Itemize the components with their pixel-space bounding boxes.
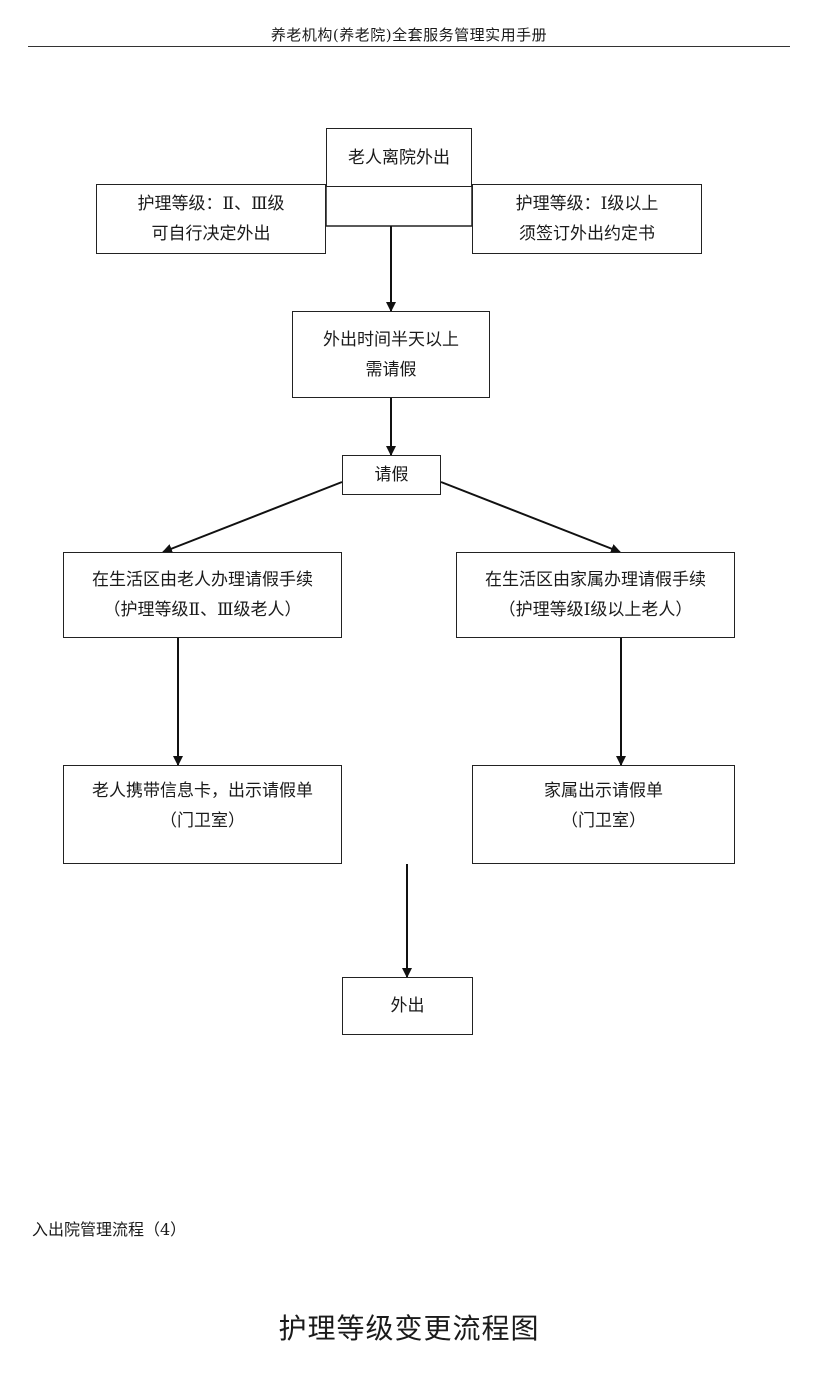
center-junction-box xyxy=(325,185,473,227)
document-header: 养老机构(养老院)全套服务管理实用手册 xyxy=(270,26,548,44)
node-half-day-line-2: 需请假 xyxy=(365,359,417,380)
node-go-out: 外出 xyxy=(342,977,473,1035)
node-family-procedure-line-1: 在生活区由家属办理请假手续 xyxy=(485,570,706,590)
next-section-title: 护理等级变更流程图 xyxy=(278,1312,540,1345)
node-go-out-line-1: 外出 xyxy=(390,996,425,1016)
node-level-low-line-1: 护理等级：Ⅱ、Ⅲ级 xyxy=(137,194,285,214)
node-level-high-line-1: 护理等级：Ⅰ级以上 xyxy=(515,194,659,214)
node-half-day-line-1: 外出时间半天以上 xyxy=(323,329,459,350)
node-level-high-line-2: 须签订外出约定书 xyxy=(519,224,655,244)
node-family-gate: 家属出示请假单 （门卫室） xyxy=(472,765,735,864)
node-level-low: 护理等级：Ⅱ、Ⅲ级 可自行决定外出 xyxy=(96,184,326,254)
section-caption: 入出院管理流程（4） xyxy=(32,1220,187,1239)
node-half-day: 外出时间半天以上 需请假 xyxy=(292,311,490,398)
node-family-gate-line-2: （门卫室） xyxy=(561,811,646,831)
node-request-leave-line-1: 请假 xyxy=(374,465,409,485)
node-elder-gate: 老人携带信息卡，出示请假单 （门卫室） xyxy=(63,765,342,864)
arrow-request-to-elder xyxy=(162,481,343,554)
node-leave: 老人离院外出 xyxy=(326,128,472,187)
node-elder-gate-line-1: 老人携带信息卡，出示请假单 xyxy=(92,781,313,801)
node-elder-gate-line-2: （门卫室） xyxy=(160,811,245,831)
node-leave-line-1: 老人离院外出 xyxy=(348,147,450,168)
node-request-leave: 请假 xyxy=(342,455,441,495)
node-elder-procedure-line-1: 在生活区由老人办理请假手续 xyxy=(92,570,313,590)
node-family-procedure-line-2: （护理等级Ⅰ级以上老人） xyxy=(498,600,693,620)
node-family-gate-line-1: 家属出示请假单 xyxy=(544,781,663,801)
header-divider xyxy=(28,46,790,47)
node-level-low-line-2: 可自行决定外出 xyxy=(151,224,271,244)
arrow-request-to-family xyxy=(440,481,621,554)
node-level-high: 护理等级：Ⅰ级以上 须签订外出约定书 xyxy=(472,184,702,254)
node-elder-procedure: 在生活区由老人办理请假手续 （护理等级Ⅱ、Ⅲ级老人） xyxy=(63,552,342,638)
node-family-procedure: 在生活区由家属办理请假手续 （护理等级Ⅰ级以上老人） xyxy=(456,552,735,638)
node-elder-procedure-line-2: （护理等级Ⅱ、Ⅲ级老人） xyxy=(103,600,302,620)
